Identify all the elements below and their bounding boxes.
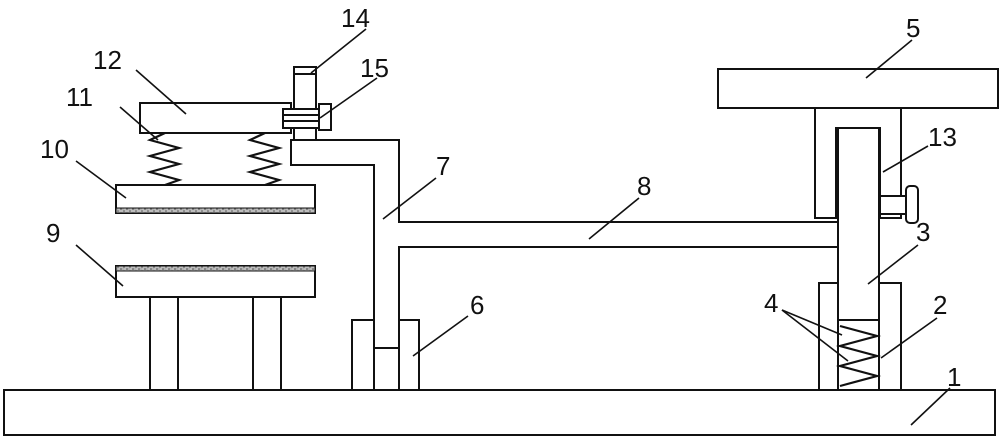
leader-12 bbox=[135, 69, 187, 115]
inner-spring bbox=[835, 324, 882, 388]
leader-11 bbox=[119, 106, 159, 141]
label-14: 14 bbox=[341, 3, 370, 33]
vertical-column bbox=[837, 127, 880, 321]
label-7: 7 bbox=[436, 151, 450, 181]
clamp-screw-head bbox=[318, 103, 332, 131]
leader-6 bbox=[412, 315, 469, 357]
lower-table-leg-right bbox=[252, 296, 282, 391]
label-3: 3 bbox=[916, 217, 930, 247]
top-platform bbox=[717, 68, 999, 109]
label-11: 11 bbox=[66, 82, 93, 112]
label-5: 5 bbox=[906, 13, 920, 43]
leader-10 bbox=[75, 160, 127, 199]
label-6: 6 bbox=[470, 290, 484, 320]
spring-right bbox=[245, 132, 284, 187]
base-plate bbox=[3, 389, 996, 436]
leader-14 bbox=[310, 28, 367, 74]
knob-shaft bbox=[879, 195, 907, 215]
leader-7 bbox=[382, 177, 437, 220]
label-1: 1 bbox=[947, 362, 961, 392]
slide-block-left bbox=[351, 319, 375, 391]
leader-5 bbox=[865, 39, 913, 79]
label-2: 2 bbox=[933, 290, 947, 320]
clamp-block bbox=[282, 108, 320, 129]
slide-block-right bbox=[398, 319, 420, 391]
label-4: 4 bbox=[764, 288, 778, 318]
label-10: 10 bbox=[40, 134, 69, 164]
label-15: 15 bbox=[360, 53, 389, 83]
upper-plate-pad bbox=[115, 207, 316, 214]
vertical-rod bbox=[293, 66, 317, 141]
leader-4-a bbox=[781, 309, 849, 362]
leader-3 bbox=[867, 244, 919, 285]
lower-table-pad bbox=[115, 265, 316, 272]
leader-2 bbox=[880, 317, 938, 359]
label-12: 12 bbox=[93, 45, 122, 75]
slide-block-center bbox=[373, 347, 400, 391]
leader-9 bbox=[75, 244, 124, 287]
leader-8 bbox=[588, 197, 640, 240]
lower-table-leg-left bbox=[149, 296, 179, 391]
leader-1 bbox=[910, 387, 951, 426]
leader-4-b bbox=[781, 309, 843, 336]
l-shaped-arm bbox=[290, 139, 839, 349]
leader-13 bbox=[882, 145, 929, 173]
top-plate bbox=[139, 102, 292, 134]
leader-15 bbox=[319, 77, 378, 119]
label-13: 13 bbox=[928, 122, 957, 152]
knob-head bbox=[905, 185, 919, 224]
spring-left bbox=[145, 132, 184, 187]
label-8: 8 bbox=[637, 171, 651, 201]
label-9: 9 bbox=[46, 218, 60, 248]
